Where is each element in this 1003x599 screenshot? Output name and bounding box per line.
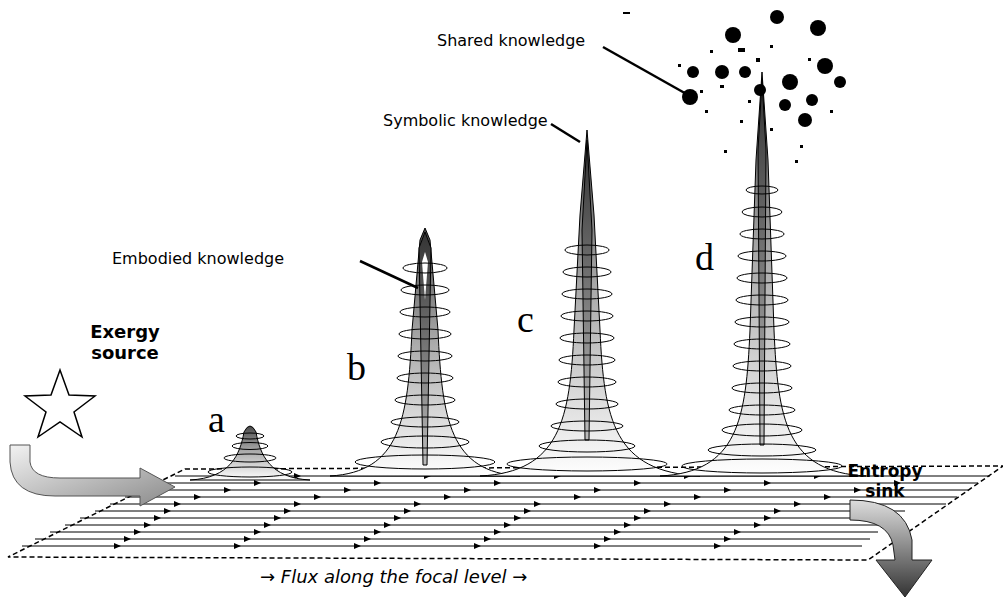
peak-letter: d [695,236,735,280]
embodied-knowledge-label: Embodied knowledge [112,250,362,268]
peak-letter: c [517,298,557,342]
symbolic-knowledge-label: Symbolic knowledge [383,112,553,130]
flux-caption: → Flux along the focal level → [260,567,690,588]
shared-knowledge-label: Shared knowledge [437,32,607,50]
entropy-sink-label: Entropy sink [830,462,940,501]
peak-letter: b [347,346,387,390]
exergy-source-label: Exergy source [70,322,180,363]
peak-letter: a [208,398,248,442]
